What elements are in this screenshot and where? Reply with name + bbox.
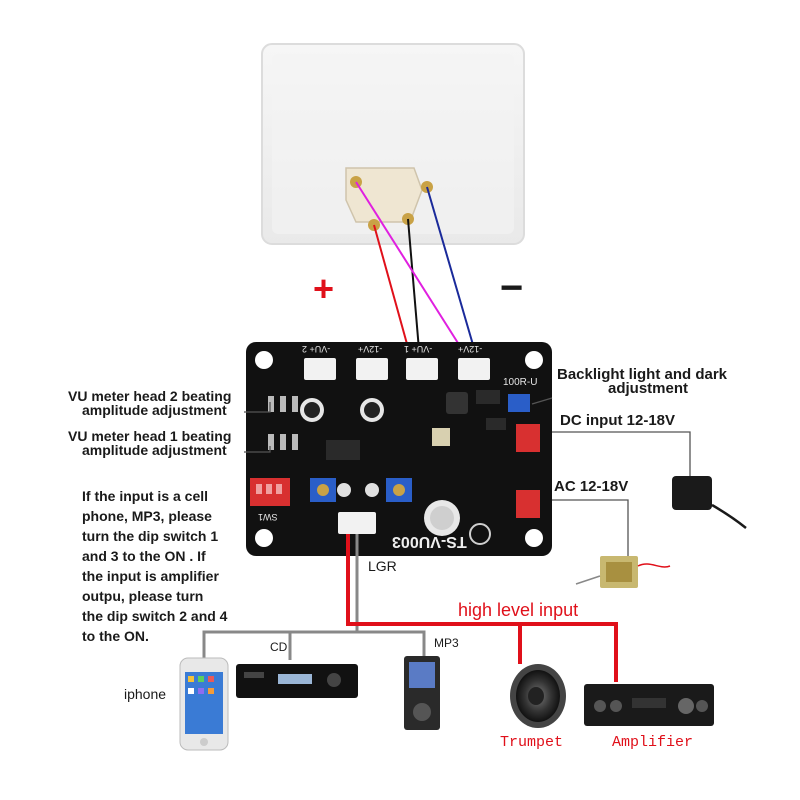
board-model: TS-VU003	[392, 533, 467, 550]
dip-label: SW1	[258, 512, 278, 522]
mp3-player	[404, 656, 440, 730]
dip-switch-note: If the input is a cell phone, MP3, pleas…	[82, 486, 227, 646]
note-line-1: If the input is a cell	[82, 488, 209, 504]
high-level-input-label: high level input	[458, 600, 579, 620]
leader-lines	[244, 397, 691, 560]
meter-wires	[355, 181, 479, 363]
iphone-label: iphone	[124, 686, 167, 702]
note-line-6: outpu, please turn	[82, 588, 204, 604]
connector-label-3: -VU+ 1	[404, 344, 433, 354]
note-line-2: phone, MP3, please	[82, 508, 212, 524]
dc-adapter	[672, 476, 747, 529]
trumpet-label: Trumpet	[500, 734, 564, 751]
connector-label-2: -12V+	[358, 344, 383, 354]
mp3-label: MP3	[434, 636, 459, 650]
vu2-label-line1: VU meter head 2 beating	[68, 388, 232, 404]
audio-input-wires	[202, 534, 426, 660]
connector-label-4: -12V+	[458, 344, 483, 354]
connector-label-1: -VU+ 2	[302, 344, 331, 354]
note-line-7: the dip switch 2 and 4	[82, 608, 228, 624]
dc-input-label: DC input 12-18V	[560, 412, 676, 429]
minus-sign: −	[500, 266, 524, 310]
vu1-label-line1: VU meter head 1 beating	[68, 428, 232, 444]
vu-meter-head	[261, 43, 525, 245]
lgr-label: LGR	[368, 558, 397, 574]
backlight-label-line2: adjustment	[608, 380, 689, 397]
cd-player	[236, 664, 358, 698]
high-level-wire	[346, 534, 618, 682]
note-line-8: to the ON.	[82, 628, 149, 644]
note-line-4: and 3 to the ON . If	[82, 548, 206, 564]
speaker	[510, 664, 566, 728]
cd-label: CD	[270, 640, 288, 654]
amplifier-label: Amplifier	[612, 734, 694, 751]
plus-sign: +	[313, 268, 335, 309]
pot-label: 100R-U	[503, 377, 538, 388]
iphone-device	[179, 657, 229, 751]
vu2-label-line2: amplitude adjustment	[82, 402, 227, 418]
backlight-label-line1: Backlight light and dark	[557, 366, 728, 383]
ac-input-label: AC 12-18V	[554, 478, 629, 495]
note-line-5: the input is amplifier	[82, 568, 219, 584]
ac-transformer	[575, 556, 671, 588]
note-line-3: turn the dip switch 1	[82, 528, 219, 544]
amplifier-device	[584, 684, 714, 726]
vu1-label-line2: amplitude adjustment	[82, 442, 227, 458]
pcb-board	[246, 342, 552, 556]
